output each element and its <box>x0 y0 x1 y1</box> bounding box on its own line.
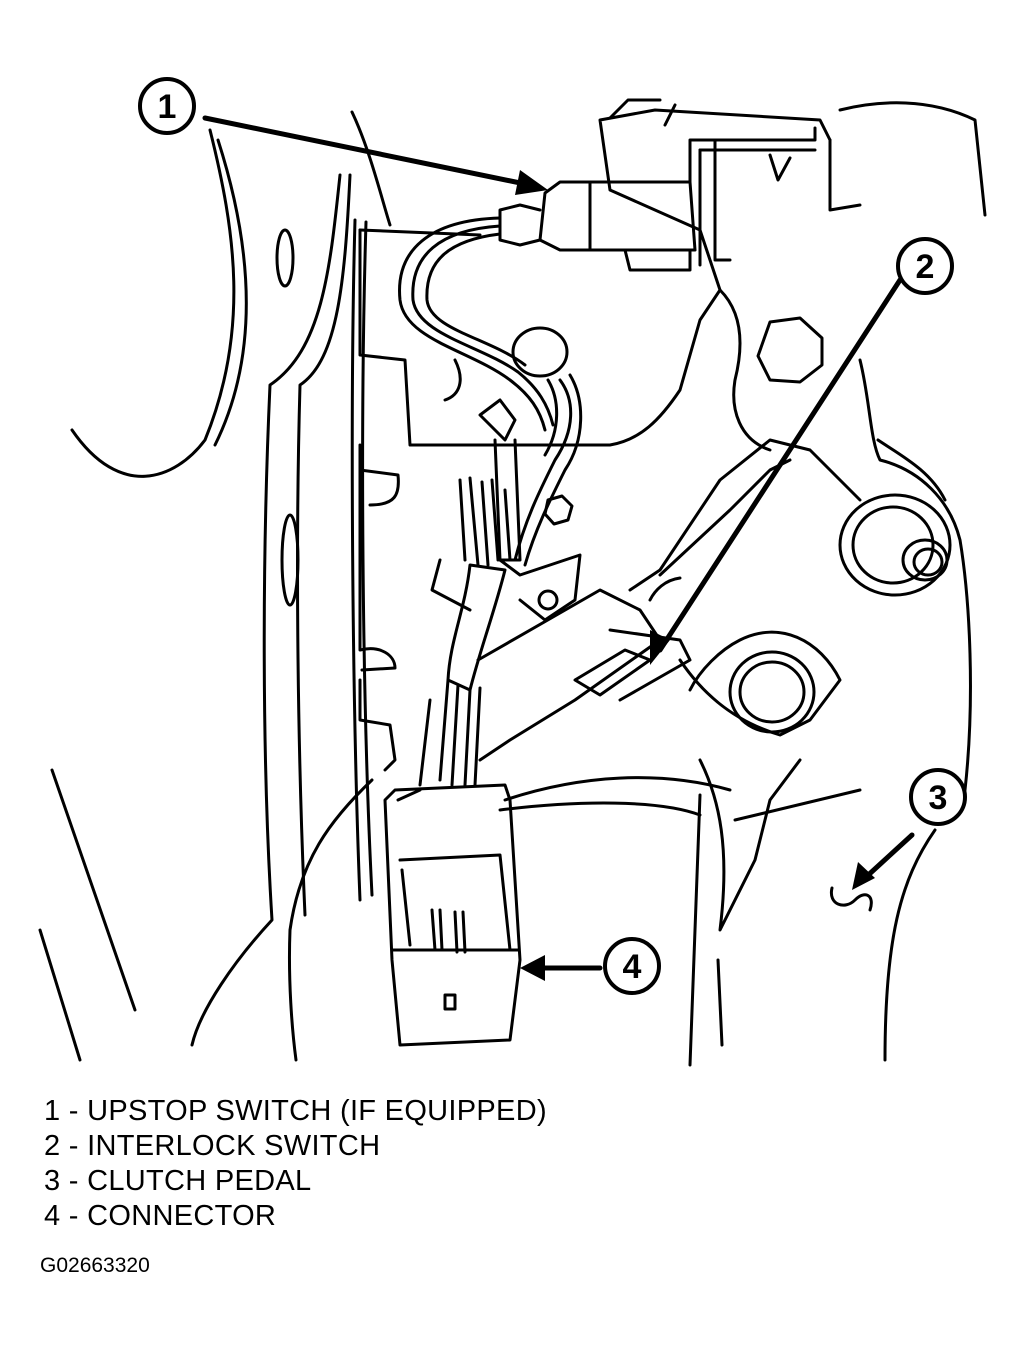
pedal-shaft <box>838 493 952 597</box>
legend-separator: - <box>60 1130 88 1162</box>
legend-label: CONNECTOR <box>87 1200 277 1232</box>
legend-separator: - <box>60 1165 88 1197</box>
legend-item-3: 3 - CLUTCH PEDAL <box>44 1164 547 1199</box>
pedal-bracket <box>358 98 987 792</box>
callout-2: 2 <box>896 237 954 295</box>
legend-number: 1 <box>44 1095 61 1127</box>
support-edge <box>38 173 374 1062</box>
figure-id: G02663320 <box>40 1254 150 1277</box>
legend-number: 2 <box>44 1130 61 1162</box>
interlock-switch <box>476 438 862 762</box>
leader-lines <box>202 115 915 971</box>
clutch-switch-diagram: 1 2 3 4 <box>38 77 987 1067</box>
harness-sleeve <box>418 563 507 787</box>
mounting-boss <box>443 326 569 402</box>
left-panel <box>70 110 392 478</box>
legend: 1 - UPSTOP SWITCH (IF EQUIPPED) 2 - INTE… <box>44 1094 547 1234</box>
upstop-switch <box>498 126 817 272</box>
callout-3: 3 <box>909 768 967 826</box>
legend-number: 3 <box>44 1165 61 1197</box>
legend-label: INTERLOCK SWITCH <box>87 1130 381 1162</box>
callout-3-number: 3 <box>929 779 948 817</box>
leader-arrowheads <box>515 170 875 981</box>
pedal-arm <box>498 630 862 1067</box>
callout-4: 4 <box>603 937 661 995</box>
callout-1: 1 <box>138 77 196 135</box>
callout-2-number: 2 <box>916 248 935 286</box>
legend-item-1: 1 - UPSTOP SWITCH (IF EQUIPPED) <box>44 1094 547 1129</box>
legend-item-2: 2 - INTERLOCK SWITCH <box>44 1129 547 1164</box>
pivot-bolt <box>756 316 824 384</box>
connector-plug <box>383 783 522 1047</box>
legend-number: 4 <box>44 1200 61 1232</box>
legend-separator: - <box>60 1095 88 1127</box>
legend-separator: - <box>60 1200 88 1232</box>
switch-mount-plate <box>358 443 582 772</box>
wire-harness <box>398 216 583 567</box>
legend-item-4: 4 - CONNECTOR <box>44 1199 547 1234</box>
legend-label: CLUTCH PEDAL <box>87 1165 312 1197</box>
callout-4-number: 4 <box>623 948 642 986</box>
clutch-pedal-outline <box>829 828 937 1062</box>
callout-1-number: 1 <box>158 88 177 126</box>
legend-label: UPSTOP SWITCH (IF EQUIPPED) <box>87 1095 547 1127</box>
